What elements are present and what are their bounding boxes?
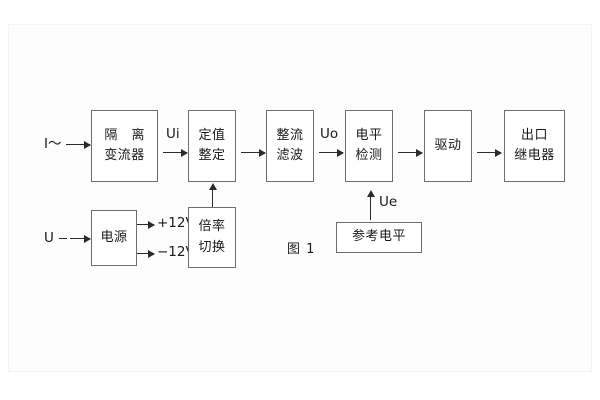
block-rectify-filter-line2: 滤波 bbox=[276, 148, 304, 163]
signal-ui-label: Ui bbox=[166, 126, 180, 142]
block-multiplier-switch-line1: 倍率 bbox=[198, 219, 226, 235]
current-input-label: I～ bbox=[44, 136, 62, 152]
block-isolation-ct: 隔 离 变流器 bbox=[91, 110, 158, 182]
signal-ue-label: Ue bbox=[379, 194, 398, 210]
voltage-input-label: U bbox=[44, 230, 54, 246]
arrow-current-to-isolation bbox=[66, 140, 91, 149]
block-setting-value: 定值 整定 bbox=[188, 110, 236, 182]
arrow-reference-to-level bbox=[366, 190, 375, 220]
rail-positive-label: +12V bbox=[157, 215, 195, 231]
block-drive: 驱动 bbox=[424, 110, 472, 182]
arrow-voltage-to-power bbox=[70, 234, 91, 243]
block-level-detect-line1: 电平 bbox=[355, 127, 383, 143]
block-rectify-filter-line1: 整流 bbox=[276, 127, 304, 143]
arrow-multiplier-to-setting bbox=[208, 183, 217, 207]
block-level-detect-line2: 检测 bbox=[355, 148, 383, 163]
block-output-relay: 出口 继电器 bbox=[504, 110, 565, 182]
block-rectify-filter: 整流 滤波 bbox=[266, 110, 314, 182]
block-multiplier-switch-line2: 切换 bbox=[198, 239, 226, 255]
block-multiplier-switch: 倍率 切换 bbox=[188, 207, 236, 268]
arrow-setting-to-rectify bbox=[241, 148, 266, 157]
block-output-relay-line2: 继电器 bbox=[514, 148, 555, 163]
block-reference-level-line1: 参考电平 bbox=[351, 229, 406, 245]
block-isolation-ct-line2: 变流器 bbox=[104, 148, 145, 163]
block-isolation-ct-line1: 隔 离 bbox=[104, 127, 150, 143]
signal-uo-label: Uo bbox=[320, 126, 339, 142]
block-output-relay-line1: 出口 bbox=[520, 127, 548, 143]
arrow-isolation-to-setting bbox=[163, 148, 188, 157]
block-reference-level: 参考电平 bbox=[336, 222, 422, 253]
block-power-supply: 电源 bbox=[91, 210, 137, 266]
arrow-level-to-drive bbox=[398, 148, 423, 157]
arrow-rail-negative bbox=[137, 249, 155, 258]
arrow-rail-positive bbox=[137, 220, 155, 229]
figure-frame bbox=[8, 24, 592, 372]
block-level-detect: 电平 检测 bbox=[345, 110, 393, 182]
rail-negative-label: −12V bbox=[157, 244, 195, 260]
block-setting-value-line2: 整定 bbox=[198, 148, 226, 163]
arrow-drive-to-output bbox=[477, 148, 502, 157]
block-setting-value-line1: 定值 bbox=[198, 127, 226, 143]
arrow-rectify-to-level bbox=[319, 148, 344, 157]
block-power-supply-line1: 电源 bbox=[100, 229, 128, 245]
voltage-leader-dash bbox=[59, 238, 67, 239]
figure-caption: 图 1 bbox=[287, 242, 316, 257]
block-drive-line1: 驱动 bbox=[434, 137, 462, 153]
